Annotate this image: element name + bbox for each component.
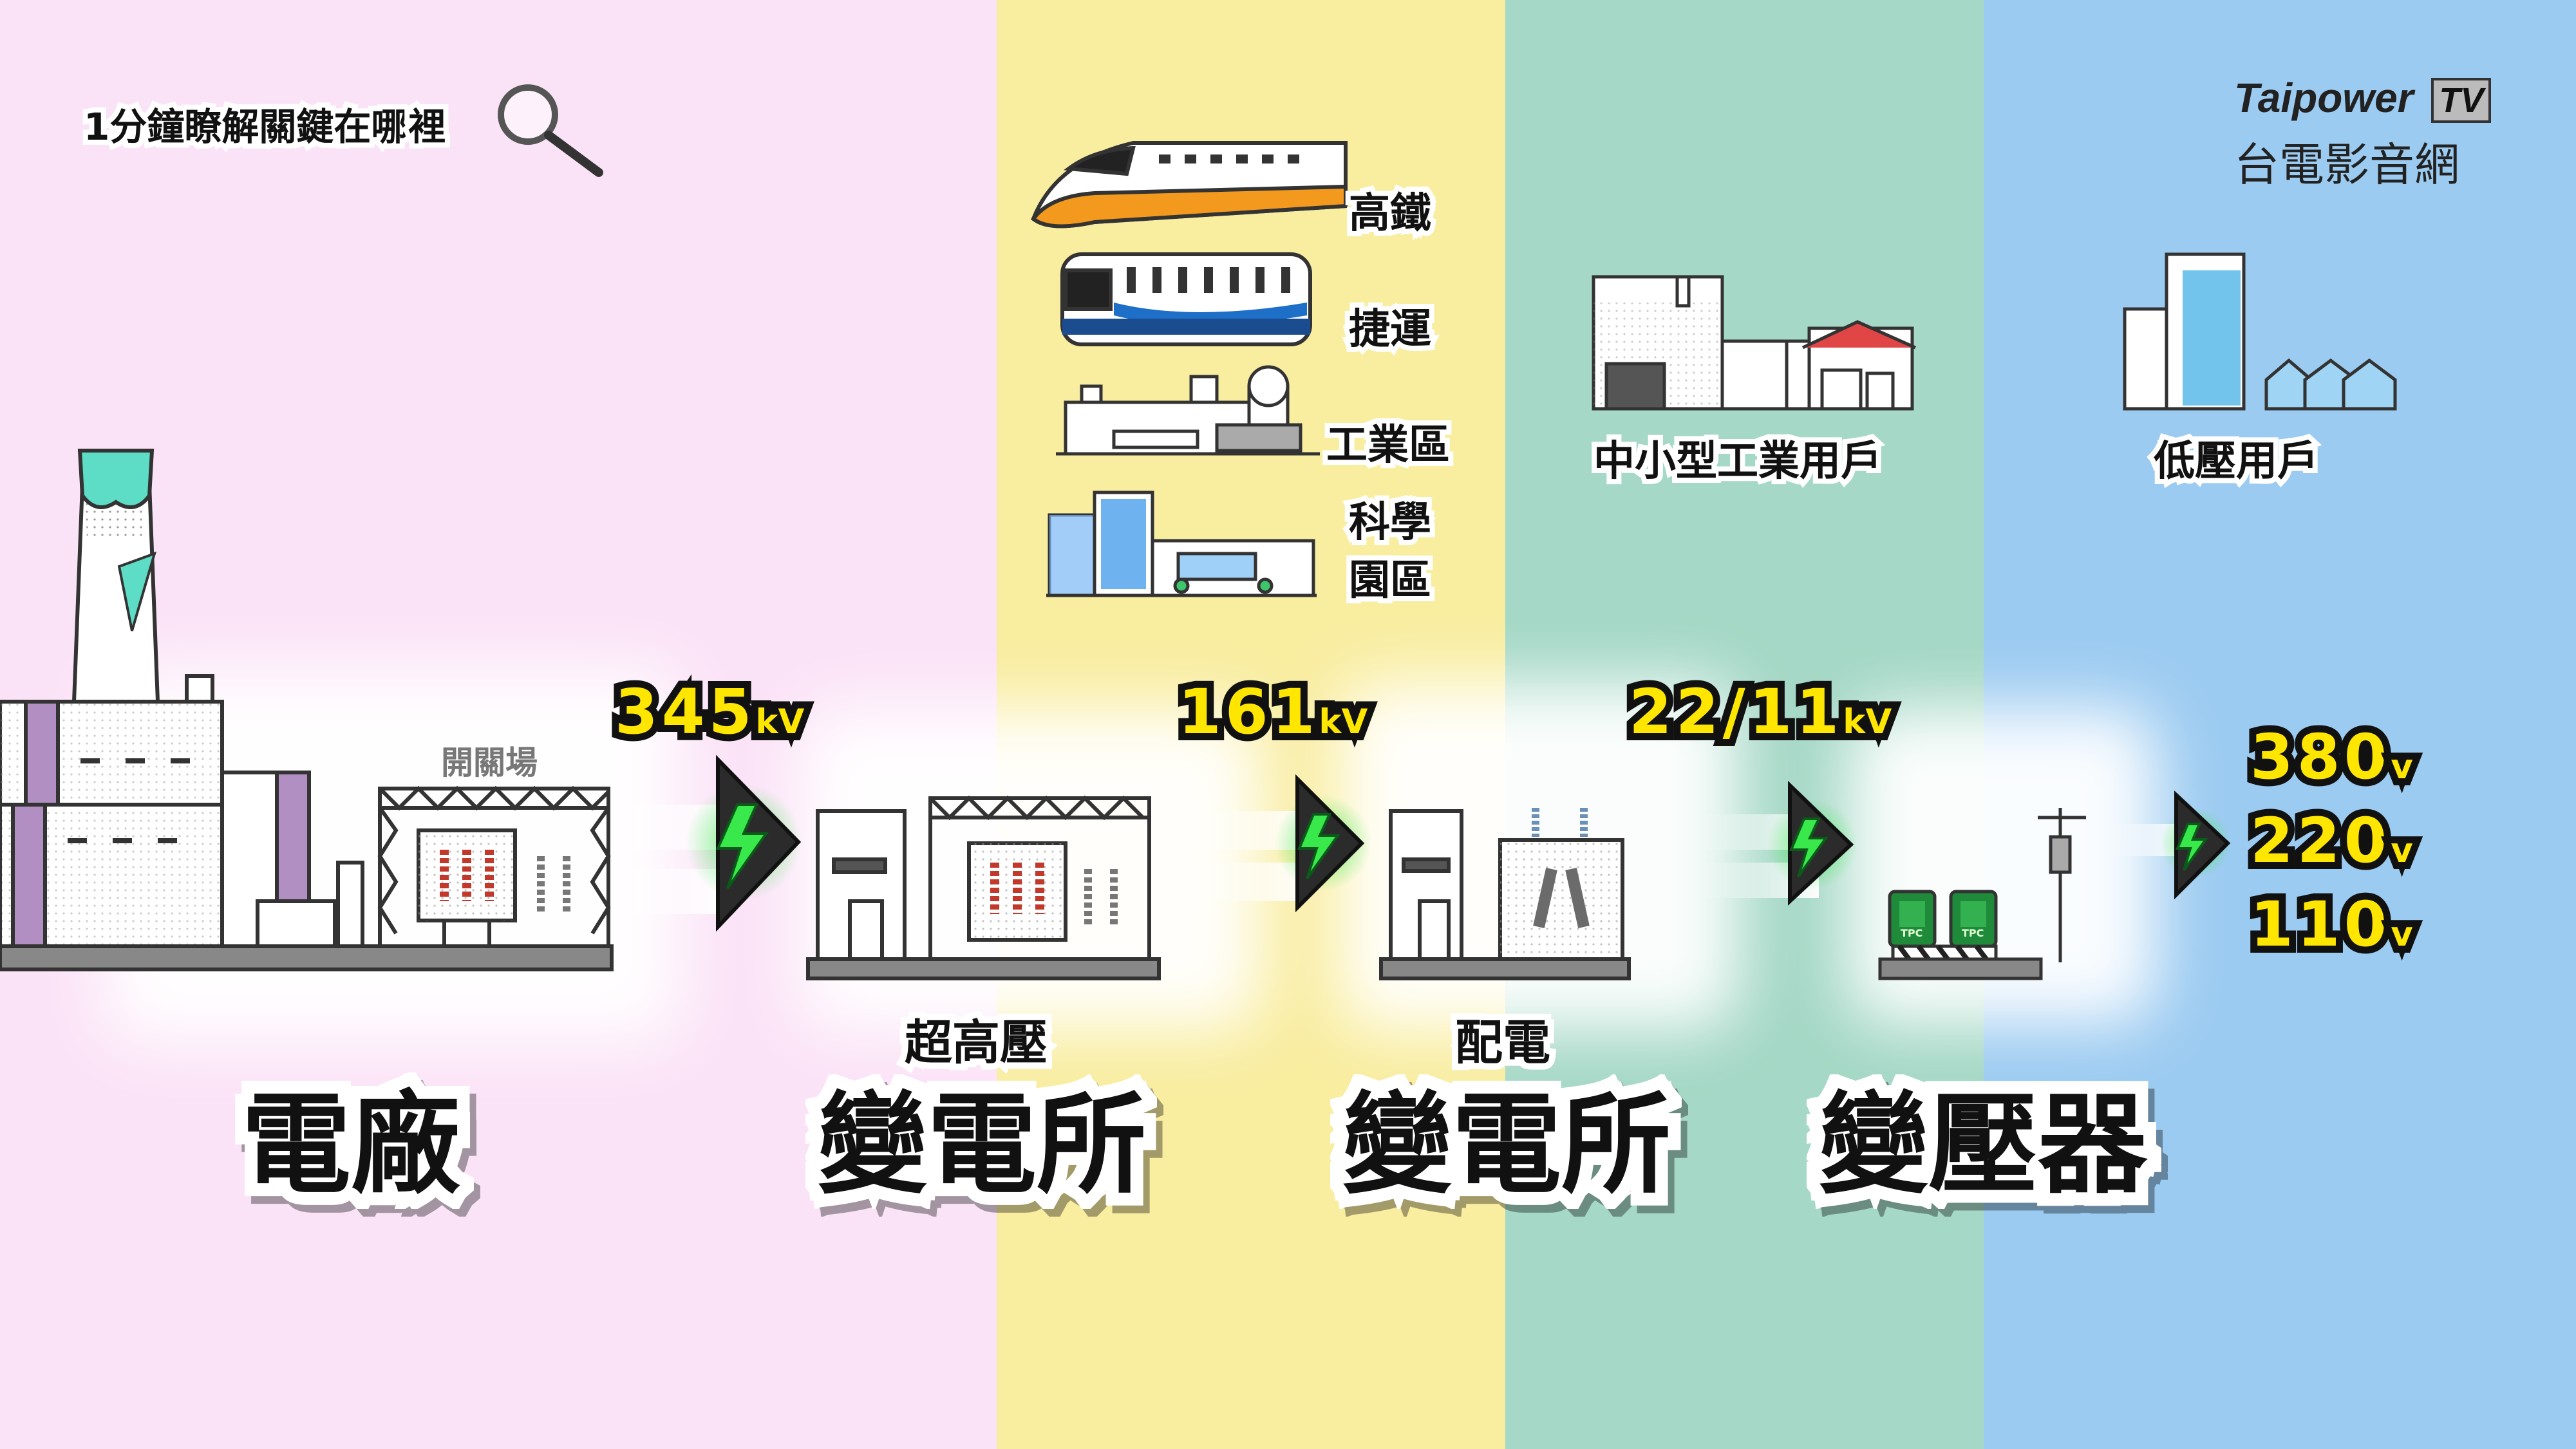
voltage-161-value: 161: [1171, 669, 1322, 755]
voltage-380v: 380v: [2243, 714, 2420, 800]
brand-subtitle: 台電影音網: [2234, 138, 2459, 191]
power-plant-illustration: [0, 449, 614, 971]
label-science-park-1: 科學: [1344, 494, 1436, 552]
distribution-substation-illustration: [1379, 808, 1631, 980]
voltage-380-unit: v: [2383, 740, 2420, 794]
label-low-voltage: 低壓用戶: [2148, 433, 2324, 491]
arrow-4: [2160, 790, 2231, 900]
voltage-220-unit: v: [2383, 824, 2420, 877]
transformer-illustration: [1878, 808, 2086, 980]
label-industrial: 工業區: [1321, 416, 1455, 474]
label-switchyard: 開關場: [441, 744, 538, 781]
stage-dist-sub-label: 配電: [1449, 1009, 1557, 1077]
small-industrial-icon: [1592, 275, 1917, 411]
switchyard-illustration: [377, 785, 611, 948]
voltage-380-value: 380: [2243, 714, 2394, 800]
arrow-1: [686, 754, 802, 932]
voltage-22-11-value: 22/11: [1622, 669, 1846, 755]
voltage-110-value: 110: [2243, 881, 2394, 968]
magnifier-icon: [498, 84, 603, 177]
stage-ehv-substation: 變電所: [805, 1069, 1159, 1222]
label-mrt: 捷運: [1344, 301, 1436, 359]
brand-name: Taipower: [2234, 75, 2414, 121]
transformer-box-label-1: TPC: [1901, 927, 1923, 939]
voltage-22-11kv: 22/11kV: [1622, 669, 1899, 755]
header-title-last: 裡: [403, 100, 451, 154]
transformer-box-label-2: TPC: [1962, 927, 1984, 939]
header-title-text: 1分鐘瞭解關鍵在哪: [79, 100, 413, 154]
voltage-161kv: 161kV: [1171, 669, 1375, 755]
voltage-110v: 110v: [2243, 881, 2420, 968]
stage-ehv-sub-label: 超高壓: [898, 1009, 1054, 1077]
stage-dist-substation: 變電所: [1330, 1069, 1684, 1222]
industrial-zone-icon: [1056, 365, 1320, 456]
header-title: 1分鐘瞭解關鍵在哪裡: [79, 97, 451, 154]
voltage-161-unit: kV: [1312, 695, 1375, 749]
label-hsr: 高鐵: [1344, 185, 1436, 243]
voltage-345-unit: kV: [748, 695, 811, 749]
voltage-220-value: 220: [2243, 798, 2394, 884]
voltage-345-value: 345: [608, 669, 758, 755]
ehv-substation-illustration: [806, 795, 1161, 980]
mrt-train-icon: [1060, 252, 1312, 346]
label-science-park-2: 園區: [1344, 552, 1436, 610]
stage-transformer: 變壓器: [1806, 1069, 2160, 1222]
arrow-3: [1767, 780, 1857, 906]
voltage-345kv: 345kV: [608, 669, 811, 755]
stage-power-plant: 電廠: [229, 1069, 473, 1222]
voltage-220v: 220v: [2243, 798, 2420, 884]
low-voltage-users-icon: [2123, 252, 2397, 411]
high-speed-rail-icon: [1030, 141, 1348, 229]
label-small-industrial: 中小型工業用戶: [1588, 433, 1887, 491]
voltage-22-11-unit: kV: [1836, 695, 1899, 749]
voltage-110-unit: v: [2383, 908, 2420, 961]
science-park-icon: [1046, 491, 1317, 597]
brand-tv-badge: TV: [2431, 78, 2492, 123]
arrow-2: [1275, 774, 1371, 913]
brand-logo: Taipower TV: [2234, 74, 2492, 123]
